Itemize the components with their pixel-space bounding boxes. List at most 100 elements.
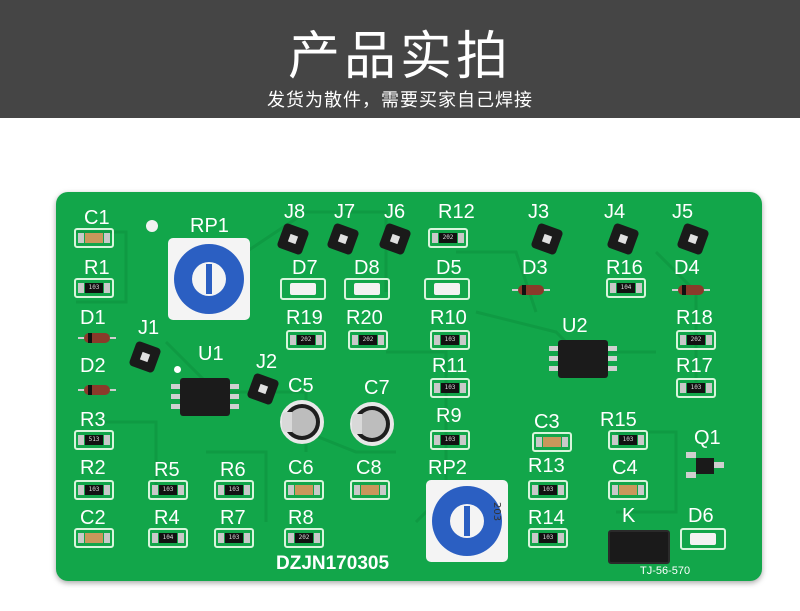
resistor-r9: 103 [430, 430, 470, 450]
ic-u2 [549, 340, 617, 378]
banner-subtitle: 发货为散件，需要买家自己焊接 [267, 90, 533, 111]
resistor-r18: 202 [676, 330, 716, 350]
label-c3: C3 [534, 411, 560, 433]
label-j1: J1 [138, 317, 160, 339]
label-d3: D3 [522, 257, 548, 279]
label-j2: J2 [256, 351, 278, 373]
board-model-text: DZJN170305 [276, 553, 390, 574]
label-r20: R20 [346, 307, 383, 329]
label-d8: D8 [354, 257, 380, 279]
q1-pad [686, 472, 696, 478]
label-c8: C8 [356, 457, 382, 479]
resistor-r3: 513 [74, 430, 114, 450]
label-rp2: RP2 [428, 457, 467, 479]
label-j7: J7 [334, 201, 356, 223]
diode-d1 [78, 332, 116, 344]
label-r18: R18 [676, 307, 713, 329]
led-d7 [280, 278, 326, 300]
label-r15: R15 [600, 409, 637, 431]
electrolytic-capacitor-c5 [280, 400, 324, 444]
label-j8: J8 [284, 201, 306, 223]
label-r17: R17 [676, 355, 713, 377]
label-j4: J4 [604, 201, 626, 223]
switch-k [608, 530, 670, 564]
resistor-r17: 103 [676, 378, 716, 398]
label-r12: R12 [438, 201, 475, 223]
ic-u1-pin-marker [174, 366, 181, 373]
resistor-r16: 104 [606, 278, 646, 298]
potentiometer-rp2: 203 [426, 480, 508, 562]
resistor-r4: 104 [148, 528, 188, 548]
rp2-code: 203 [491, 502, 502, 522]
label-r3: R3 [80, 409, 106, 431]
resistor-r6: 103 [214, 480, 254, 500]
resistor-r2: 103 [74, 480, 114, 500]
label-r10: R10 [430, 307, 467, 329]
pcb-board: C1 RP1 J8 J7 J6 R12 J3 J4 J5 R1 D7 D8 D5… [56, 192, 762, 581]
label-d2: D2 [80, 355, 106, 377]
capacitor-c6 [284, 480, 324, 500]
label-r13: R13 [528, 455, 565, 477]
resistor-r7: 103 [214, 528, 254, 548]
capacitor-c3 [532, 432, 572, 452]
label-r8: R8 [288, 507, 314, 529]
resistor-r15: 103 [608, 430, 648, 450]
label-k: K [622, 505, 636, 527]
resistor-r5: 103 [148, 480, 188, 500]
resistor-r14: 103 [528, 528, 568, 548]
capacitor-c1 [74, 228, 114, 248]
resistor-r20: 202 [348, 330, 388, 350]
label-j6: J6 [384, 201, 406, 223]
label-r19: R19 [286, 307, 323, 329]
banner-title: 产品实拍 [287, 27, 512, 87]
resistor-r8: 202 [284, 528, 324, 548]
capacitor-c8 [350, 480, 390, 500]
label-d6: D6 [688, 505, 714, 527]
resistor-r13: 103 [528, 480, 568, 500]
electrolytic-capacitor-c7 [350, 402, 394, 446]
capacitor-c2 [74, 528, 114, 548]
label-r4: R4 [154, 507, 180, 529]
diode-d3 [512, 284, 550, 296]
label-r5: R5 [154, 459, 180, 481]
label-r1: R1 [84, 257, 110, 279]
transistor-q1 [696, 458, 714, 474]
resistor-r11: 103 [430, 378, 470, 398]
label-j5: J5 [672, 201, 694, 223]
label-r16: R16 [606, 257, 643, 279]
resistor-r19: 202 [286, 330, 326, 350]
board-code-text: TJ-56-570 [640, 565, 691, 577]
diode-d2 [78, 384, 116, 396]
label-u2: U2 [562, 315, 588, 337]
label-q1: Q1 [694, 427, 721, 449]
label-d7: D7 [292, 257, 318, 279]
label-j3: J3 [528, 201, 550, 223]
label-c2: C2 [80, 507, 106, 529]
label-d5: D5 [436, 257, 462, 279]
label-u1: U1 [198, 343, 224, 365]
label-r14: R14 [528, 507, 565, 529]
label-c4: C4 [612, 457, 638, 479]
potentiometer-rp1 [168, 238, 250, 320]
label-r11: R11 [432, 355, 468, 377]
label-c5: C5 [288, 375, 314, 397]
product-photo-banner: 产品实拍 发货为散件，需要买家自己焊接 [0, 0, 800, 118]
label-rp1: RP1 [190, 215, 229, 237]
label-c1: C1 [84, 207, 110, 229]
capacitor-c4 [608, 480, 648, 500]
q1-pad [714, 462, 724, 468]
label-c7: C7 [364, 377, 390, 399]
ic-u1 [171, 378, 239, 416]
label-d4: D4 [674, 257, 700, 279]
label-d1: D1 [80, 307, 106, 329]
q1-pad [686, 452, 696, 458]
label-c6: C6 [288, 457, 314, 479]
mounting-hole [146, 220, 158, 232]
diode-d4 [672, 284, 710, 296]
led-d6 [680, 528, 726, 550]
led-d8 [344, 278, 390, 300]
label-r9: R9 [436, 405, 462, 427]
resistor-r10: 103 [430, 330, 470, 350]
led-d5 [424, 278, 470, 300]
label-r6: R6 [220, 459, 246, 481]
